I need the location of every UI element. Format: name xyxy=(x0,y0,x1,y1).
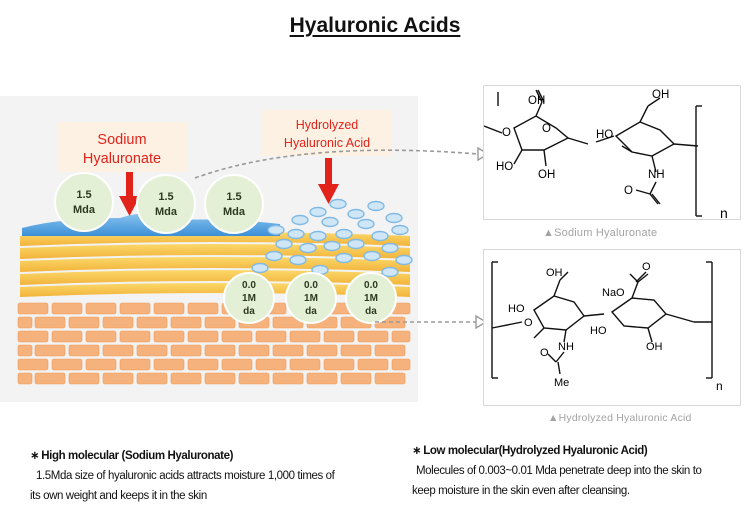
sodium-label-line2: Hyaluronate xyxy=(83,151,161,167)
note-high-molecular: ∗High molecular (Sodium Hyaluronate) 1.5… xyxy=(30,446,370,506)
hydrolyzed-nh: NH xyxy=(558,341,574,353)
large-molecule-1: 1.5 Mda xyxy=(54,172,114,232)
small-molecule-1: 0.0 1M da xyxy=(223,272,275,324)
sodium-oh-top-left: OH xyxy=(528,95,545,107)
hydrolyzed-label-line2: Hyaluronic Acid xyxy=(284,136,370,150)
svg-text:1.5: 1.5 xyxy=(226,191,241,203)
svg-text:0.0: 0.0 xyxy=(304,280,318,291)
connector-sodium xyxy=(194,149,479,179)
svg-text:1M: 1M xyxy=(304,293,318,304)
sodium-oh-top-right: OH xyxy=(652,89,669,101)
svg-text:1M: 1M xyxy=(364,293,378,304)
hydrolyzed-oh-right: OH xyxy=(646,341,663,353)
hydrolyzed-label: Hydrolyzed Hyaluronic Acid xyxy=(262,110,392,156)
sodium-nh: NH xyxy=(648,169,665,181)
red-arrow-hydrolyzed xyxy=(318,158,339,204)
large-molecule-3: 1.5 Mda xyxy=(204,174,264,234)
svg-text:da: da xyxy=(243,306,255,317)
sodium-hyaluronate-structure: OH O OH HO O HO OH NH O n xyxy=(483,85,741,220)
sodium-o-link: O xyxy=(502,127,511,139)
sodium-ho-mid: HO xyxy=(596,129,613,141)
svg-text:1.5: 1.5 xyxy=(76,189,91,201)
dermis-bricks xyxy=(17,302,411,385)
sodium-ho-left: HO xyxy=(496,161,513,173)
large-molecule-2: 1.5 Mda xyxy=(136,174,196,234)
note-high-line2: its own weight and keeps it in the skin xyxy=(30,490,207,502)
hydrolyzed-me: Me xyxy=(554,377,569,389)
note-low-heading: Low molecular(Hydrolyzed Hyaluronic Acid… xyxy=(423,445,648,457)
sodium-label: Sodium Hyaluronate xyxy=(57,122,187,172)
hydrolyzed-hyaluronic-acid-structure: OH O NaO HO O HO OH NH O Me n xyxy=(483,249,741,406)
svg-text:da: da xyxy=(365,306,377,317)
page-title: Hyaluronic Acids xyxy=(289,14,461,37)
small-molecule-3: 0.0 1M da xyxy=(345,272,397,324)
svg-text:Mda: Mda xyxy=(155,206,178,218)
connector-hydrolyzed-head xyxy=(475,314,488,330)
red-arrow-sodium xyxy=(119,172,140,216)
hydrolyzed-n-label: n xyxy=(716,379,723,393)
molecule-bubbles xyxy=(251,198,413,278)
hydrolyzed-label-line1: Hydrolyzed xyxy=(296,118,359,132)
sodium-o-amide: O xyxy=(624,185,633,197)
svg-text:Mda: Mda xyxy=(223,206,246,218)
sodium-oh-bottom: OH xyxy=(538,169,555,181)
hydrolyzed-ho-left: HO xyxy=(508,303,525,315)
hydrolyzed-oh-top: OH xyxy=(546,267,563,279)
hydrolyzed-o-amide: O xyxy=(540,347,549,359)
svg-text:1M: 1M xyxy=(242,293,256,304)
sodium-o-carbonyl: O xyxy=(542,123,551,135)
note-low-line2: keep moisture in the skin even after cle… xyxy=(412,485,630,497)
hydrolyzed-o-carbonyl: O xyxy=(642,261,651,273)
svg-text:0.0: 0.0 xyxy=(242,280,256,291)
svg-text:da: da xyxy=(305,306,317,317)
note-high-heading: High molecular (Sodium Hyaluronate) xyxy=(41,450,233,462)
sodium-caption: ▲Sodium Hyaluronate xyxy=(543,227,658,239)
hydrolyzed-o-link: O xyxy=(524,317,533,329)
note-low-line1: Molecules of 0.003~0.01 Mda penetrate de… xyxy=(416,465,702,477)
sodium-label-line1: Sodium xyxy=(97,132,146,148)
svg-text:Mda: Mda xyxy=(73,204,96,216)
small-molecule-2: 0.0 1M da xyxy=(285,272,337,324)
sodium-n-label: n xyxy=(720,205,728,220)
skin-illustration: Sodium Hyaluronate Hydrolyzed Hyaluronic… xyxy=(0,96,418,402)
hydrolyzed-caption: ▲Hydrolyzed Hyaluronic Acid xyxy=(548,412,692,424)
hydrolyzed-ho-right: HO xyxy=(590,325,607,337)
svg-text:1.5: 1.5 xyxy=(158,191,173,203)
note-low-molecular: ∗Low molecular(Hydrolyzed Hyaluronic Aci… xyxy=(412,441,742,501)
hydrolyzed-nao: NaO xyxy=(602,287,625,299)
note-high-line1: 1.5Mda size of hyaluronic acids attracts… xyxy=(36,470,335,482)
svg-text:0.0: 0.0 xyxy=(364,280,378,291)
